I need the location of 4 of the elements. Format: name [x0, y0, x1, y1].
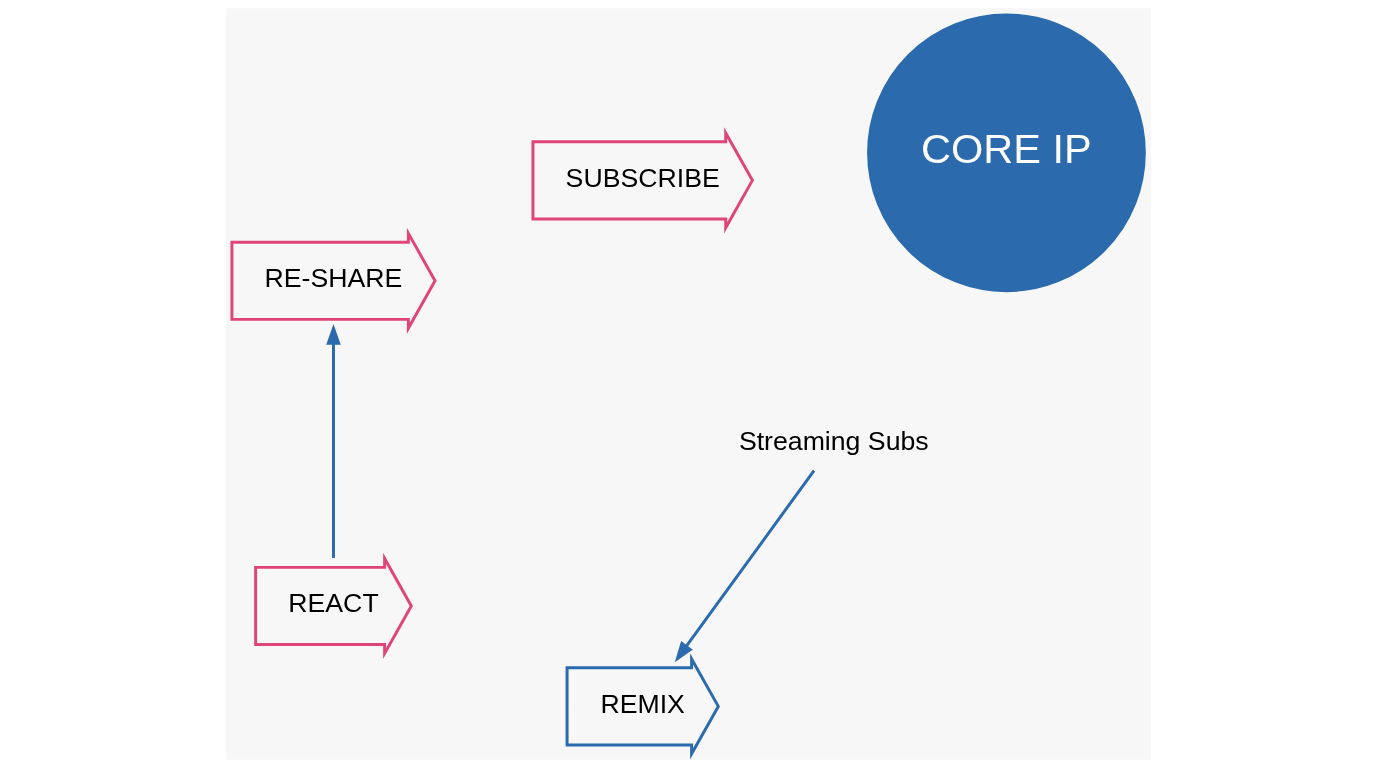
node-circle: CORE IP	[866, 13, 1146, 293]
arrow	[325, 323, 341, 558]
arrow	[674, 469, 815, 663]
node-text: Streaming Subs	[738, 425, 929, 456]
